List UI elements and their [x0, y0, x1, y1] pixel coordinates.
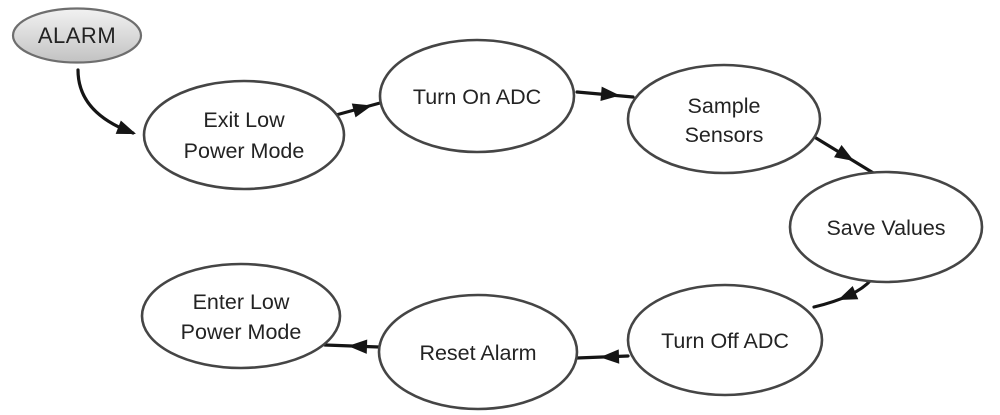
node-turn-off-adc: Turn Off ADC	[626, 283, 824, 397]
exit-low-power-mode-ellipse	[142, 79, 346, 191]
arrowhead-icon	[838, 285, 859, 300]
turn-off-adc-ellipse	[626, 283, 824, 397]
arrowhead-icon	[600, 349, 620, 364]
edge-save-values-to-turn-off-adc	[812, 278, 873, 309]
turn-off-adc-label: Turn Off ADC	[661, 329, 789, 353]
save-values-label: Save Values	[826, 216, 945, 240]
enter-low-power-mode-label-line2: Power Mode	[181, 320, 302, 344]
arrowhead-icon	[351, 103, 372, 118]
enter-low-power-mode-label-line1: Enter Low	[193, 290, 290, 314]
exit-low-power-mode-label-line1: Exit Low	[203, 108, 285, 132]
arrowhead-icon	[600, 86, 620, 102]
turn-on-adc-ellipse	[378, 38, 576, 154]
sample-sensors-label-line2: Sensors	[685, 123, 764, 147]
edge-sample-sensors-to-save-values	[814, 136, 877, 176]
edge-turn-on-adc-to-sample-sensors	[575, 86, 635, 102]
node-alarm: ALARM	[11, 7, 143, 64]
turn-on-adc-label: Turn On ADC	[413, 85, 541, 109]
sample-sensors-ellipse	[626, 63, 822, 175]
edge-turn-off-adc-to-reset-alarm	[575, 349, 630, 364]
edge-alarm-to-exit-low-power-mode	[76, 68, 136, 135]
node-exit-low-power-mode: Exit Low Power Mode	[142, 79, 346, 191]
exit-low-power-mode-label-line2: Power Mode	[184, 139, 305, 163]
edge-line	[812, 278, 873, 309]
node-sample-sensors: Sample Sensors	[626, 63, 822, 175]
edge-exit-low-power-mode-to-turn-on-adc	[334, 101, 382, 118]
alarm-label: ALARM	[38, 23, 116, 48]
edge-reset-alarm-to-enter-low-power-mode	[323, 339, 381, 354]
alarm-ellipse	[11, 7, 143, 64]
node-reset-alarm: Reset Alarm	[377, 293, 579, 411]
sample-sensors-label-line1: Sample	[688, 94, 761, 118]
arrowhead-icon	[115, 120, 136, 134]
reset-alarm-ellipse	[377, 293, 579, 411]
node-turn-on-adc: Turn On ADC	[378, 38, 576, 154]
save-values-ellipse	[788, 170, 984, 284]
node-save-values: Save Values	[788, 170, 984, 284]
reset-alarm-label: Reset Alarm	[419, 341, 536, 365]
arrowhead-icon	[834, 144, 854, 161]
node-enter-low-power-mode: Enter Low Power Mode	[140, 262, 342, 370]
enter-low-power-mode-ellipse	[140, 262, 342, 370]
arrowhead-icon	[348, 339, 368, 354]
edge-line	[76, 68, 135, 135]
